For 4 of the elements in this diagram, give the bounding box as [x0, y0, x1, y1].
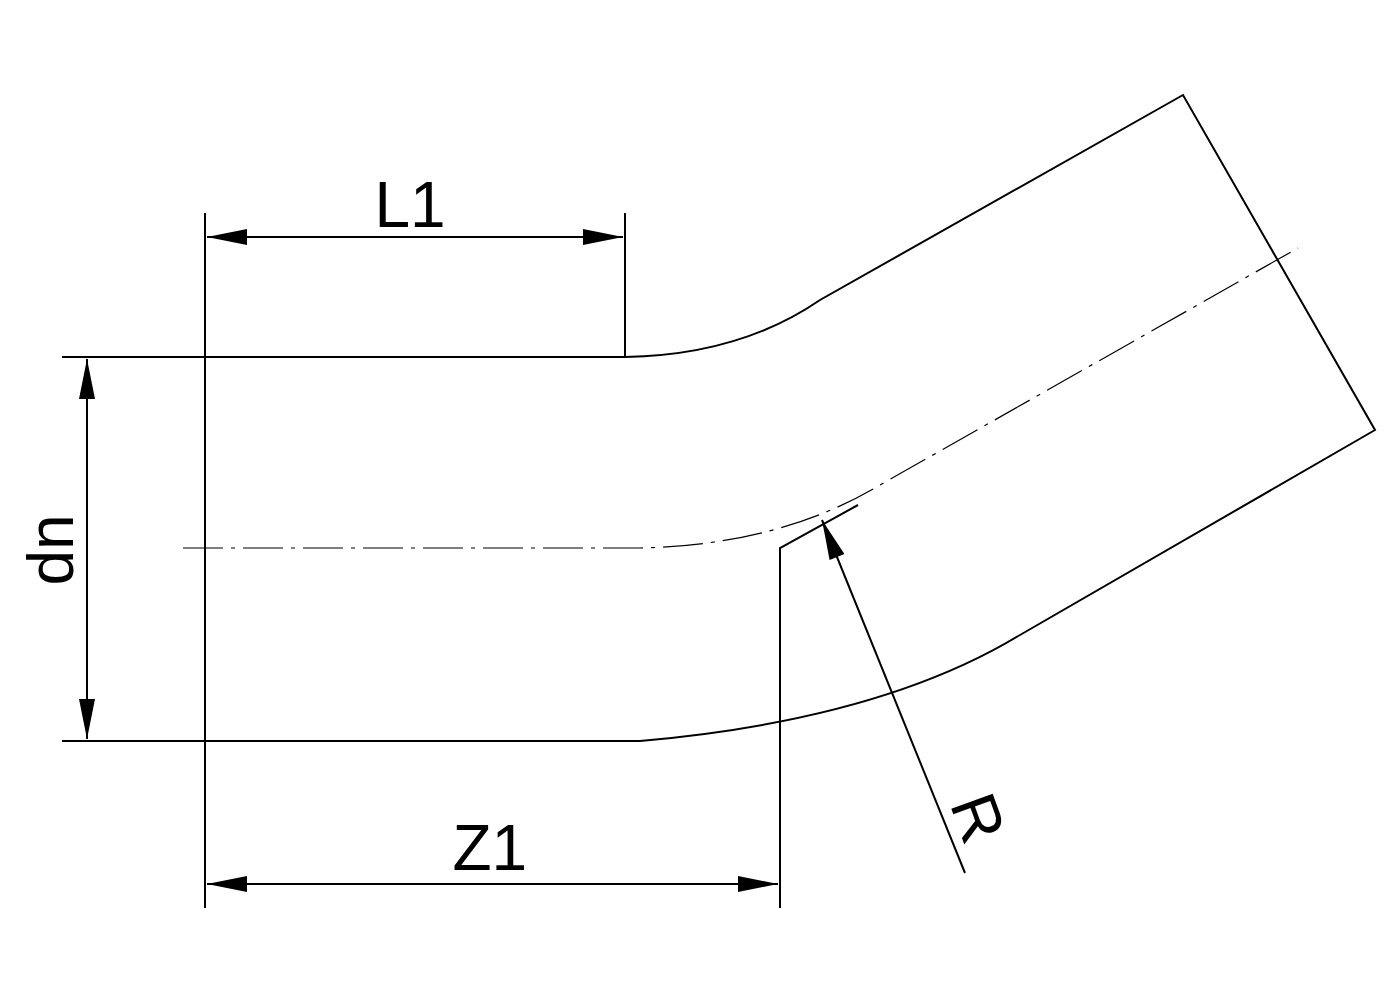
- dimension-label: Z1: [452, 816, 528, 880]
- dimension-label: R: [940, 785, 1017, 851]
- dimension-label: L1: [374, 173, 446, 237]
- dimension-label: dn: [18, 514, 83, 586]
